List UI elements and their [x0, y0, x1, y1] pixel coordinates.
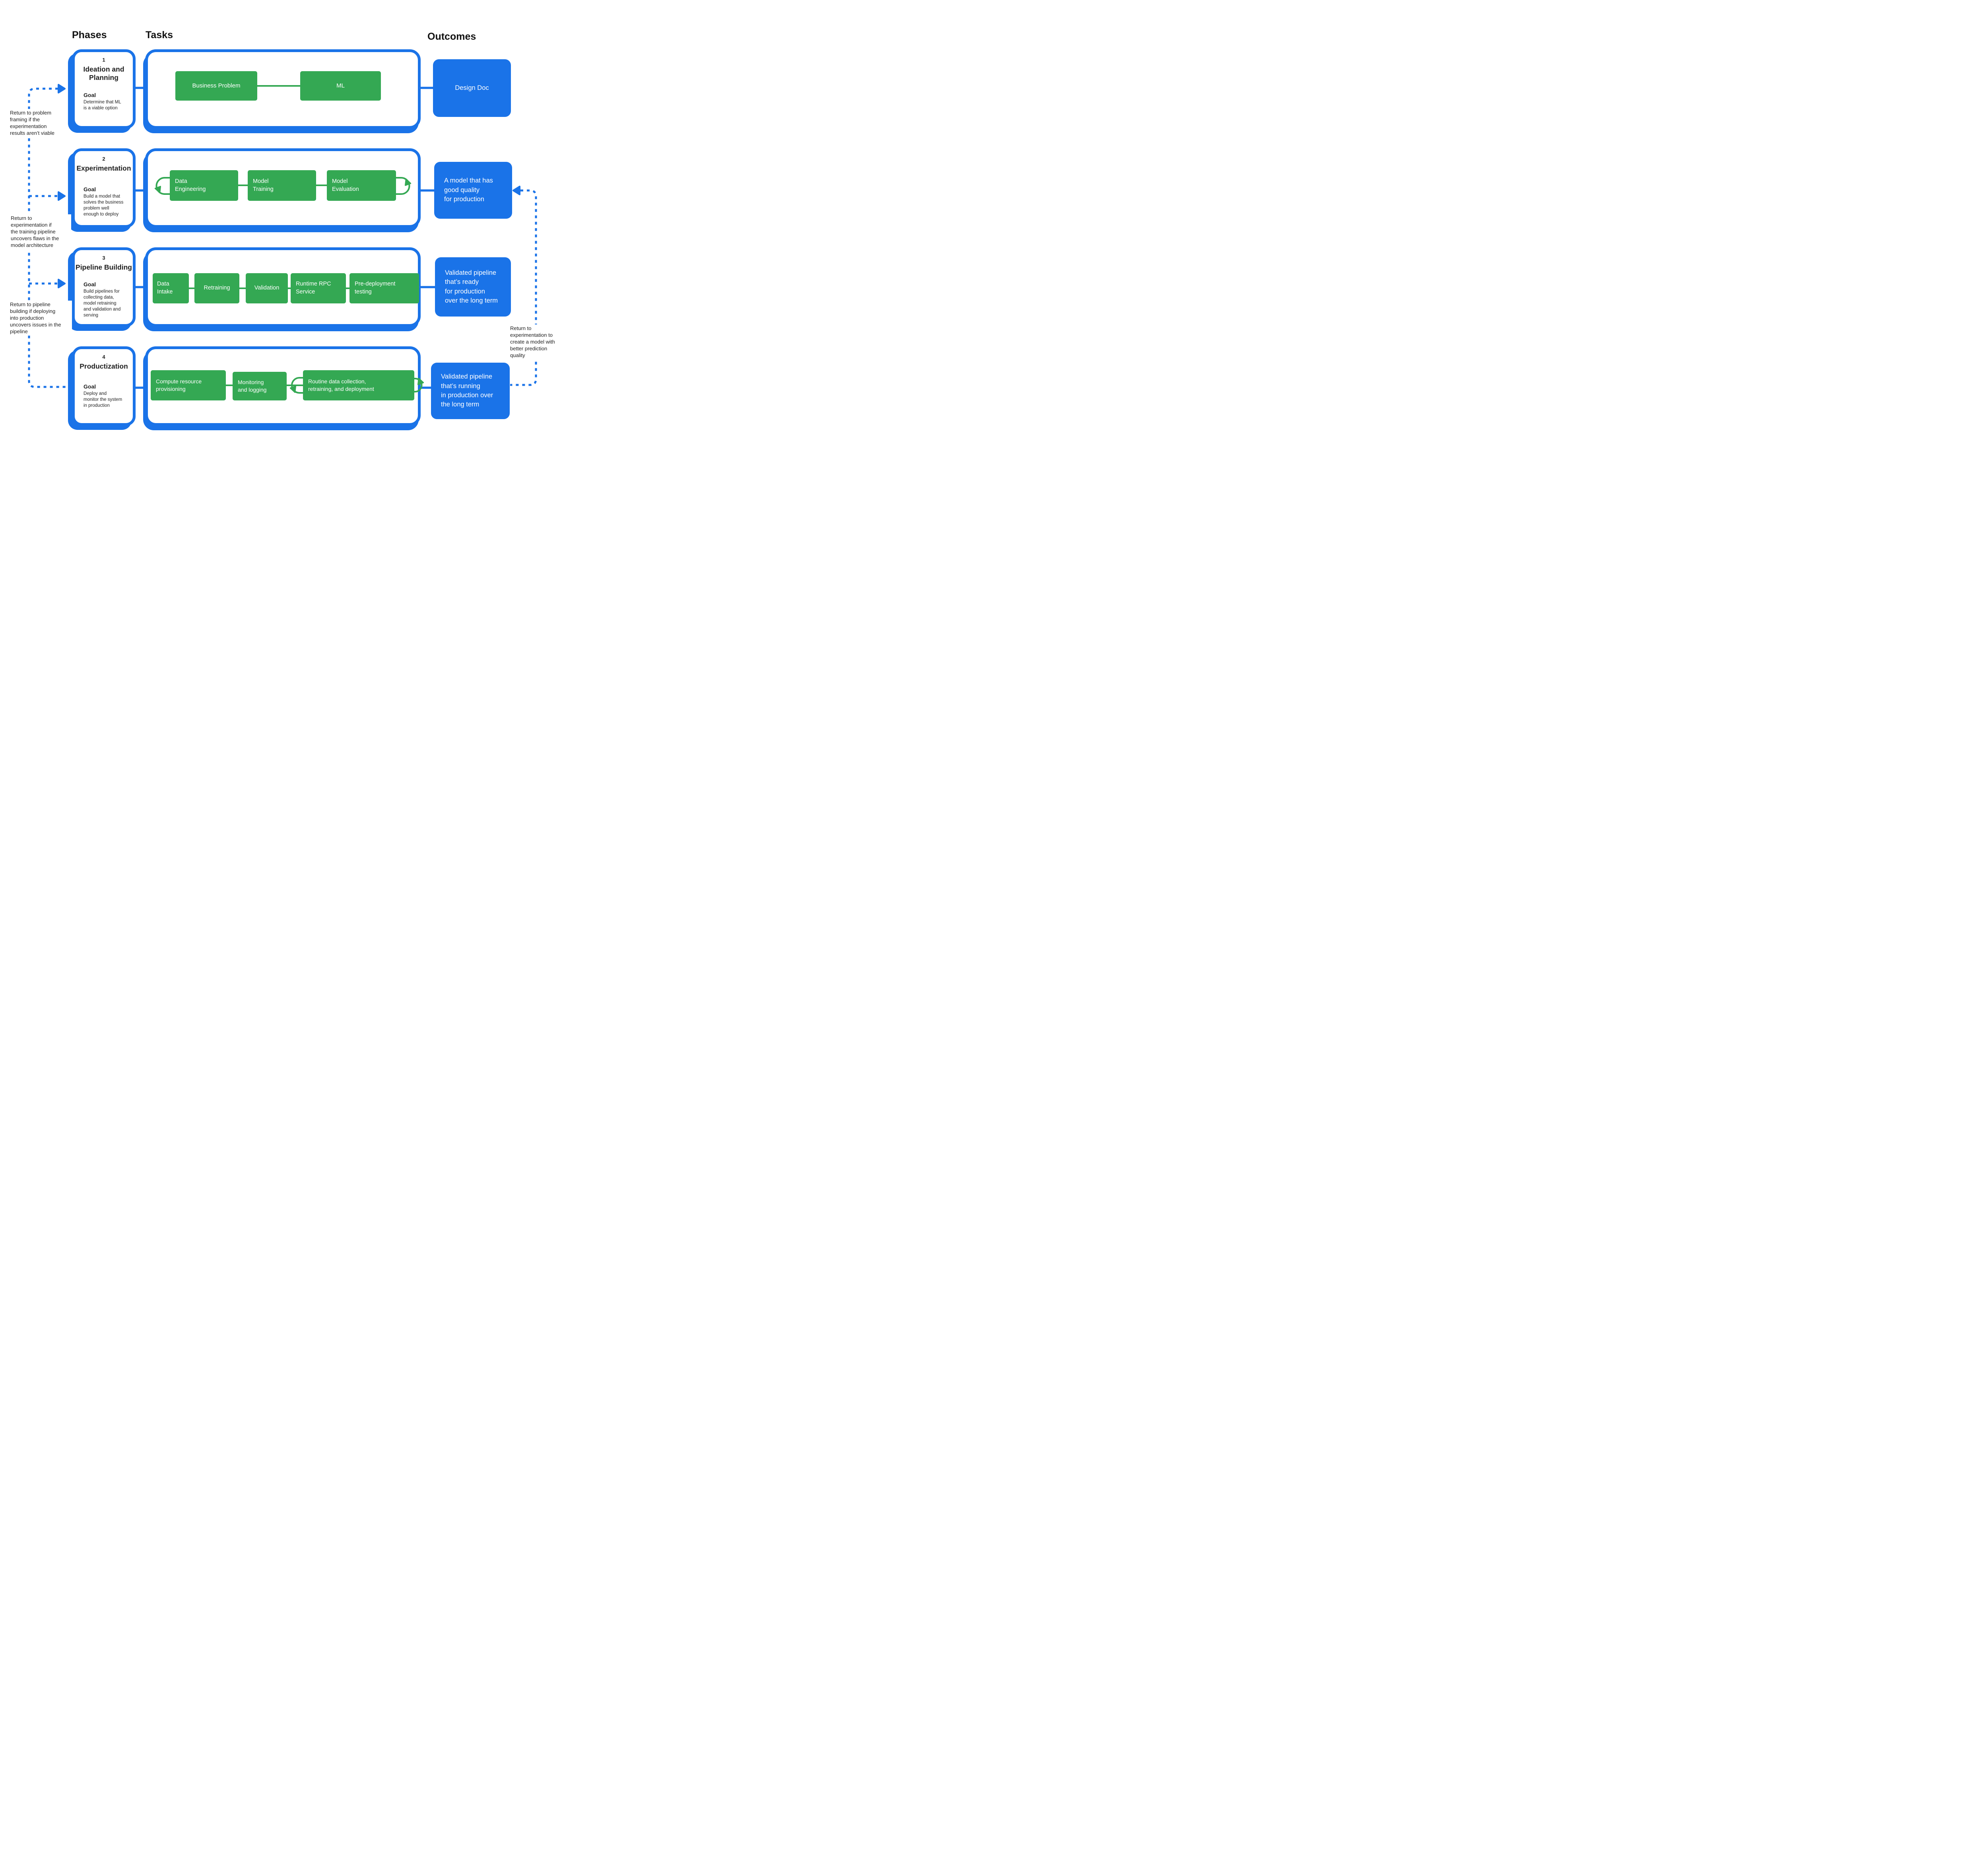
- column-header-outcomes: Outcomes: [427, 31, 476, 42]
- note-return-to-pipeline-building: Return to pipeline building if deploying…: [10, 301, 72, 336]
- goal-text: Deploy and monitor the system in product…: [83, 391, 122, 408]
- goal-text: Build a model that solves the business p…: [83, 194, 124, 217]
- goal-label: Goal: [83, 281, 96, 288]
- task-model-evaluation: Model Evaluation: [327, 170, 396, 201]
- task-retraining: Retraining: [194, 273, 239, 303]
- phase-number: 2: [102, 156, 105, 162]
- goal-label: Goal: [83, 383, 96, 390]
- phase-box-4: 4 Productization Goal Deploy and monitor…: [72, 346, 136, 426]
- task-business-problem: Business Problem: [175, 71, 257, 101]
- mlops-phases-diagram: Phases Tasks Outcomes 1 Ideation and Pla…: [0, 0, 564, 465]
- task-runtime-rpc-service: Runtime RPC Service: [291, 273, 346, 303]
- goal-text: Build pipelines for collecting data, mod…: [83, 289, 121, 318]
- task-monitoring-and-logging: Monitoring and logging: [233, 372, 287, 400]
- task-validation: Validation: [246, 273, 288, 303]
- task-ml: ML: [300, 71, 381, 101]
- task-data-engineering: Data Engineering: [170, 170, 238, 201]
- phase-title: Ideation and Planning: [83, 65, 124, 82]
- task-routine-data-collection: Routine data collection, retraining, and…: [303, 370, 414, 400]
- phase-task-outcome-connectors: [133, 87, 437, 389]
- arrowhead-into-outcome2-icon: [513, 186, 520, 195]
- task-pre-deployment-testing: Pre-deployment testing: [349, 273, 419, 303]
- arrowhead-into-phase1-icon: [58, 84, 66, 93]
- phase-box-1: 1 Ideation and Planning Goal Determine t…: [72, 49, 136, 129]
- arrowhead-into-phase2-icon: [58, 191, 66, 201]
- phase-title: Experimentation: [76, 164, 131, 172]
- outcome-validated-pipeline-running: Validated pipeline that’s running in pro…: [431, 363, 510, 419]
- goal-label: Goal: [83, 92, 96, 98]
- column-header-tasks: Tasks: [146, 29, 173, 41]
- column-header-phases: Phases: [72, 29, 107, 41]
- outcome-validated-pipeline-ready: Validated pipeline that’s ready for prod…: [435, 257, 511, 317]
- task-compute-resource-provisioning: Compute resource provisioning: [151, 370, 226, 400]
- note-return-to-problem-framing: Return to problem framing if the experim…: [10, 109, 66, 138]
- phase-box-3: 3 Pipeline Building Goal Build pipelines…: [72, 247, 136, 327]
- phase-title: Pipeline Building: [76, 263, 132, 271]
- note-return-to-experimentation-quality: Return to experimentation to create a mo…: [510, 324, 561, 360]
- outcome-design-doc: Design Doc: [433, 59, 511, 117]
- note-return-to-experimentation: Return to experimentation if the trainin…: [11, 214, 71, 250]
- goal-label: Goal: [83, 186, 96, 192]
- phase-number: 1: [102, 57, 105, 63]
- phase-box-2: 2 Experimentation Goal Build a model tha…: [72, 148, 136, 228]
- goal-text: Determine that ML is a viable option: [83, 100, 121, 111]
- task-model-training: Model Training: [248, 170, 316, 201]
- arrowhead-into-phase3-icon: [58, 279, 66, 288]
- phase-number: 3: [102, 255, 105, 261]
- outcome-model-quality: A model that has good quality for produc…: [434, 162, 512, 219]
- phase-title: Productization: [80, 362, 128, 370]
- phase-number: 4: [102, 354, 105, 360]
- task-data-intake: Data Intake: [153, 273, 189, 303]
